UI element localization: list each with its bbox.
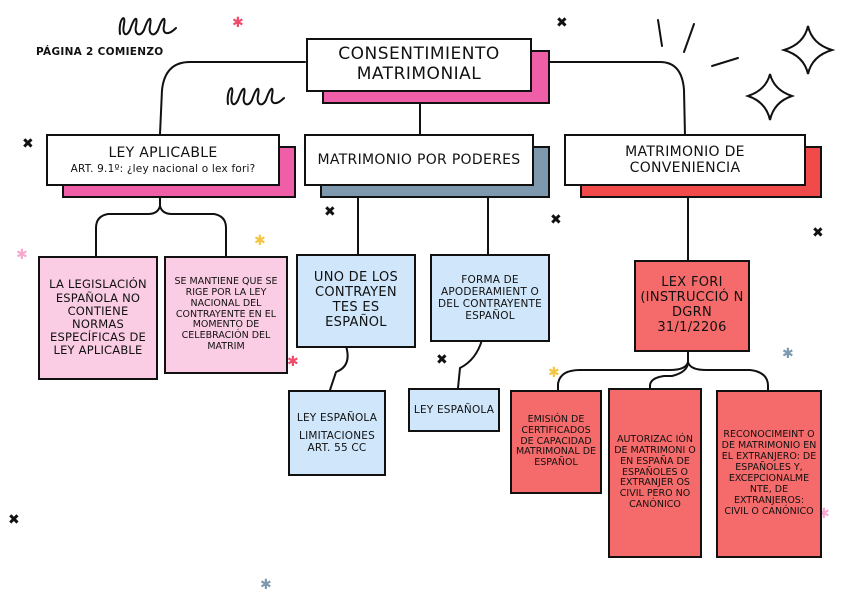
poderes-left-child: UNO DE LOS CONTRAYEN TES ES ESPAÑOL [296,254,416,348]
ley-aplicable-child-1: LA LEGISLACIÓN ESPAÑOLA NO CONTIENE NORM… [38,256,158,380]
confetti-icon: ✱ [548,365,560,381]
poderes-left-leaf: LEY ESPAÑOLA LIMITACIONES ART. 55 CC [288,390,386,476]
connector-title-left [159,61,306,135]
confetti-icon: ✖ [556,15,568,31]
confetti-icon: ✖ [324,204,336,220]
confetti-icon: ✱ [818,506,830,522]
connector-ley-brace-right [159,205,227,257]
poderes-box: MATRIMONIO POR PODERES [304,134,534,186]
conveniencia-leaf-1: EMISIÓN DE CERTIFICADOS DE CAPACIDAD MAT… [510,390,602,494]
ley-aplicable-subheading: ART. 9.1º: ¿ley nacional o lex fori? [70,163,256,176]
title-text: CONSENTIMIENTO MATRIMONIAL [338,44,500,84]
ley-aplicable-heading: LEY APLICABLE [108,144,218,161]
confetti-icon: ✱ [232,15,244,31]
connector-conv-fan [557,351,689,391]
conveniencia-box: MATRIMONIO DE CONVENIENCIA [564,134,806,186]
connector-conv-fan-right [687,361,769,391]
confetti-icon: ✱ [16,247,28,263]
connector-poderes-right-leaf [457,339,483,389]
scribble-decoration [118,17,836,121]
confetti-icon: ✖ [8,512,20,528]
connector-ley-brace [95,195,161,257]
confetti-icon: ✖ [812,225,824,241]
connector-poderes-left-leaf [329,345,349,391]
confetti-icon: ✖ [436,352,448,368]
connector-title-right [527,61,686,137]
confetti-icon: ✱ [254,233,266,249]
conveniencia-leaf-2: AUTORIZAC IÓN DE MATRIMONI O EN ESPAÑA D… [608,388,702,558]
confetti-icon: ✱ [260,577,272,593]
conveniencia-heading: MATRIMONIO DE CONVENIENCIA [625,143,745,176]
connector-conv-fan-mid [649,361,689,389]
confetti-icon: ✖ [550,212,562,228]
poderes-heading: MATRIMONIO POR PODERES [317,151,521,168]
poderes-right-child: FORMA DE APODERAMIENT O DEL CONTRAYENTE … [430,254,550,342]
confetti-icon: ✱ [782,346,794,362]
poderes-left-leaf-line1: LEY ESPAÑOLA [296,411,378,424]
ley-aplicable-child-2: SE MANTIENE QUE SE RIGE POR LA LEY NACIO… [164,256,288,374]
page-label: PÁGINA 2 COMIENZO [36,46,164,58]
poderes-right-leaf: LEY ESPAÑOLA [408,388,500,432]
conveniencia-child: LEX FORI (INSTRUCCIÓ N DGRN 31/1/2206 [634,260,750,352]
conveniencia-leaf-3: RECONOCIMEINT O DE MATRIMONIO EN EL EXTR… [716,390,822,558]
title-box: CONSENTIMIENTO MATRIMONIAL [306,38,532,92]
ley-aplicable-box: LEY APLICABLE ART. 9.1º: ¿ley nacional o… [46,134,280,186]
confetti-icon: ✖ [22,136,34,152]
confetti-icon: ✱ [287,354,299,370]
poderes-left-leaf-line2: LIMITACIONES ART. 55 CC [299,429,375,455]
